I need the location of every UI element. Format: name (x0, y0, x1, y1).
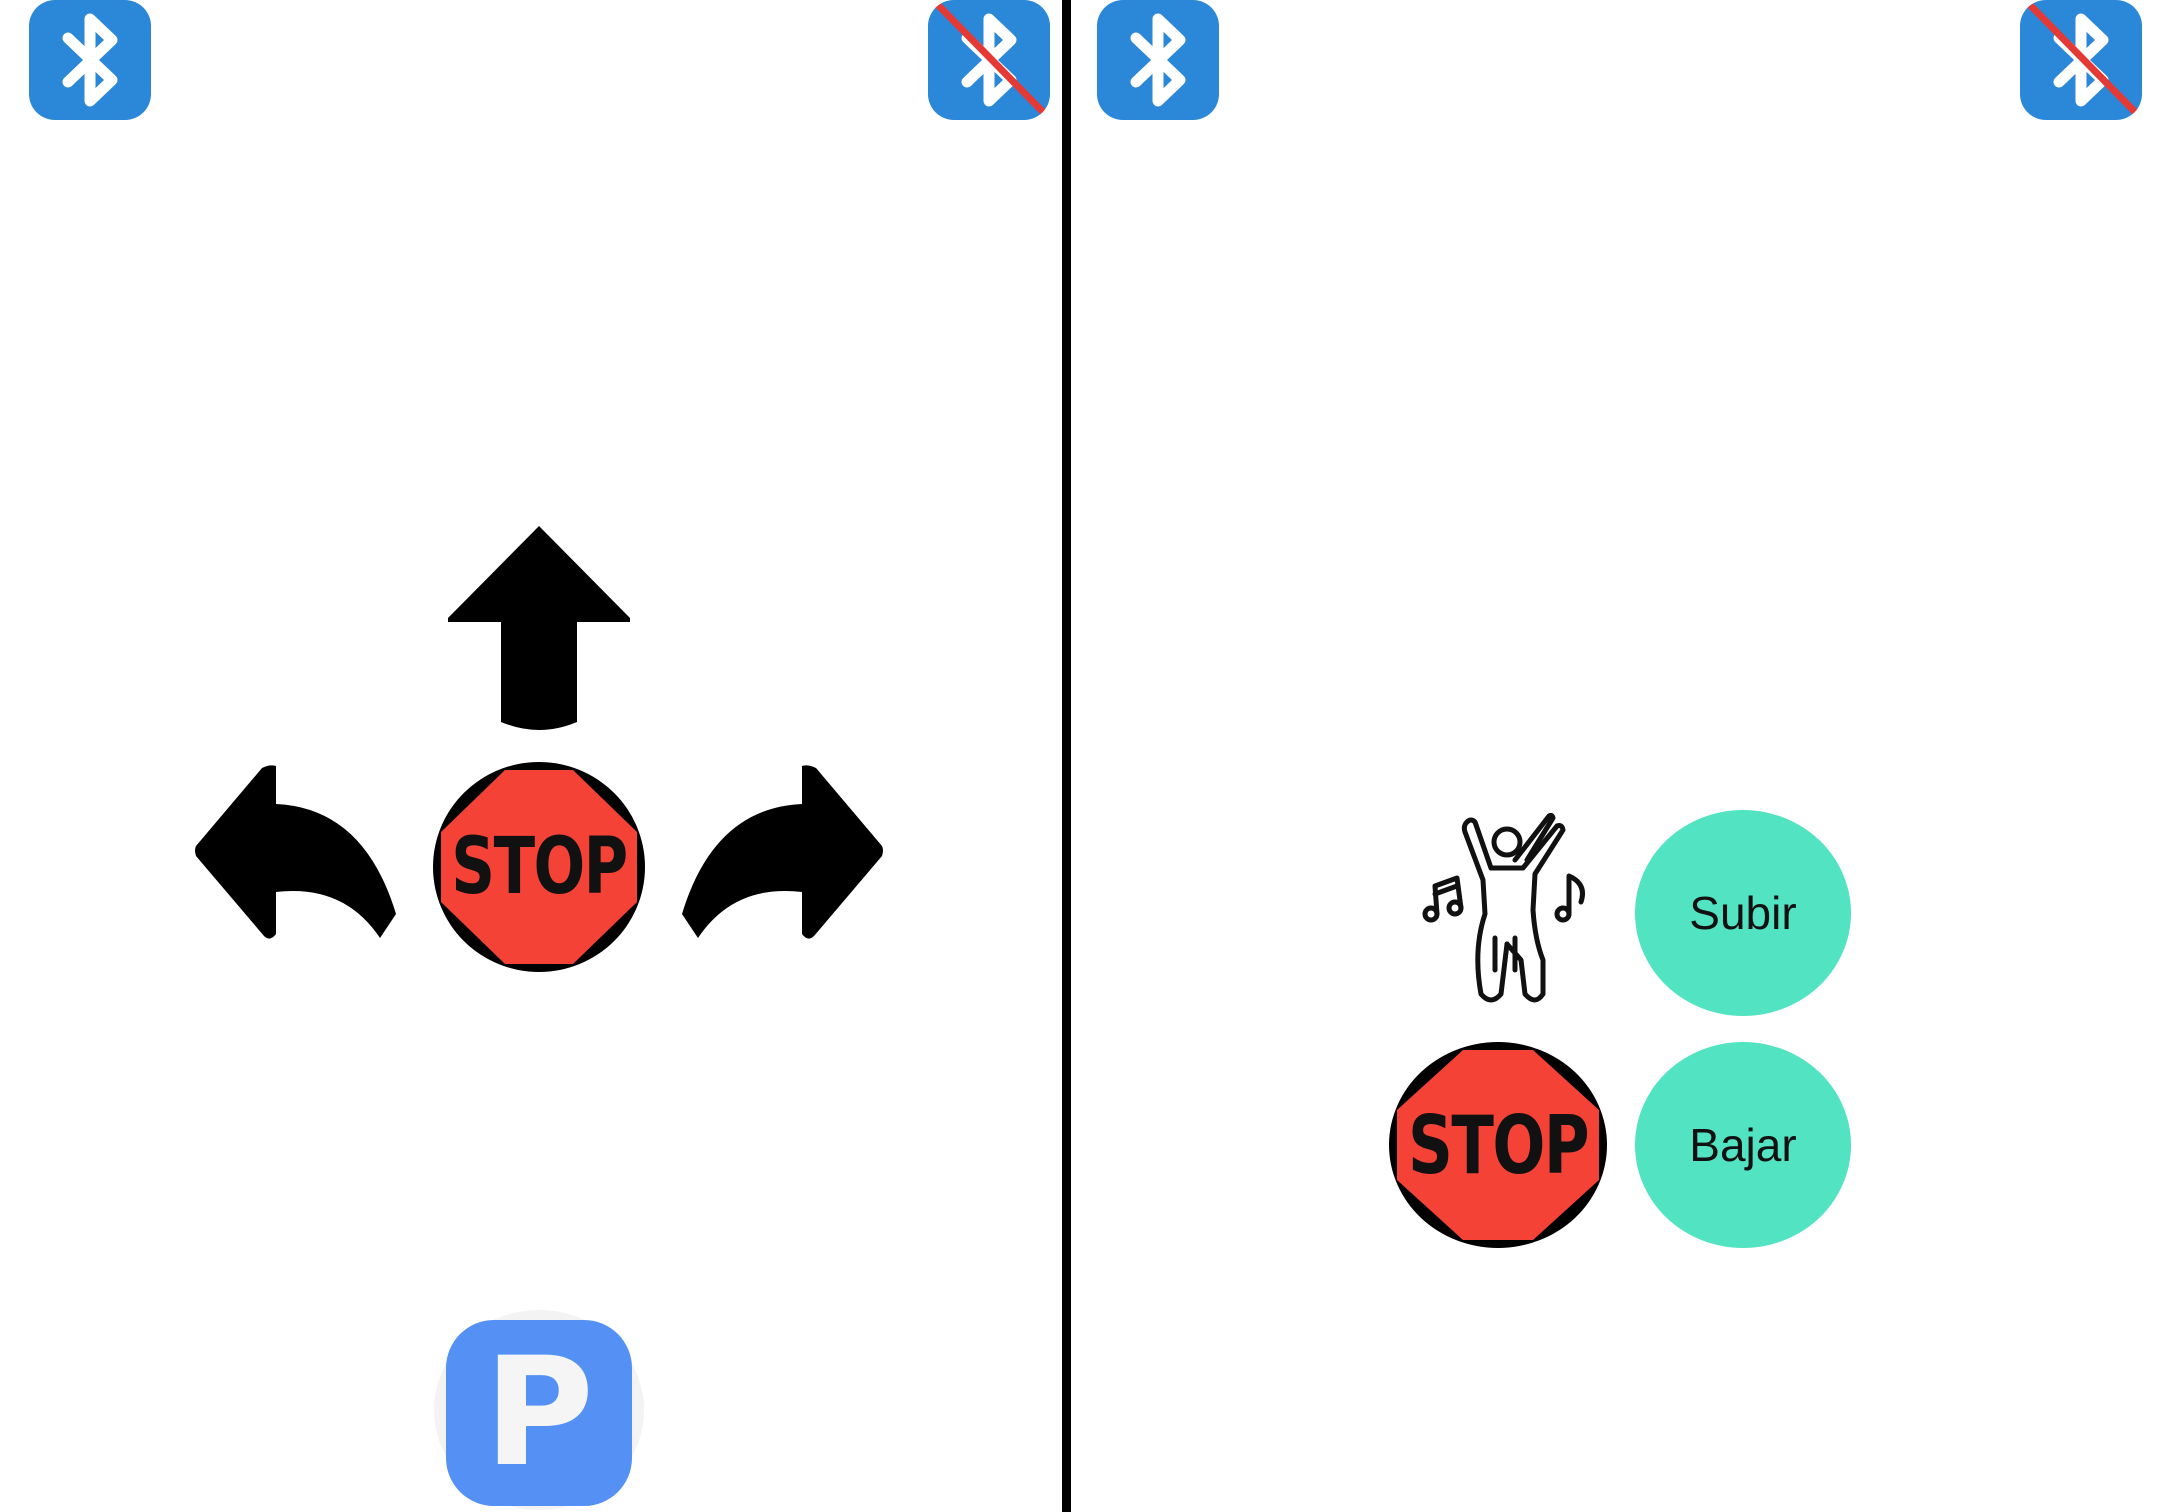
turn-left-button[interactable] (194, 764, 398, 940)
down-button-label: Bajar (1689, 1119, 1797, 1171)
stop-button[interactable]: STOP (433, 762, 645, 972)
parking-icon: P (446, 1320, 632, 1506)
arrow-curve-right-icon (682, 765, 883, 939)
forward-button[interactable] (446, 522, 632, 734)
arrow-up-icon (448, 526, 630, 730)
bluetooth-connect-button-2[interactable] (1097, 0, 1219, 120)
up-button-label: Subir (1689, 887, 1797, 939)
actions-control-screen: STOP Subir Bajar (1071, 0, 2163, 1512)
bluetooth-disconnect-button-2[interactable] (2020, 0, 2142, 120)
bluetooth-icon (62, 13, 118, 107)
bluetooth-disabled-icon (2026, 1, 2140, 117)
stop-button-2[interactable]: STOP (1389, 1042, 1607, 1248)
parking-button[interactable]: P (434, 1310, 644, 1510)
up-button[interactable]: Subir (1635, 810, 1851, 1016)
bluetooth-connect-button[interactable] (29, 0, 151, 120)
stop-label: STOP (451, 822, 628, 912)
bluetooth-disconnect-button[interactable] (928, 0, 1050, 120)
dance-button[interactable] (1411, 810, 1591, 1010)
driving-control-screen: STOP P (0, 0, 1062, 1512)
parking-label: P (484, 1326, 594, 1500)
stop-sign-icon (1397, 1050, 1599, 1240)
stop-label-2: STOP (1407, 1098, 1590, 1192)
arrow-curve-left-icon (195, 765, 396, 939)
down-button[interactable]: Bajar (1635, 1042, 1851, 1248)
screen-divider (1062, 0, 1071, 1512)
bluetooth-icon (1130, 13, 1186, 107)
bluetooth-disabled-icon (934, 1, 1048, 117)
dancing-person-icon (1422, 812, 1585, 1003)
stop-sign-icon (441, 770, 637, 964)
turn-right-button[interactable] (680, 764, 884, 940)
